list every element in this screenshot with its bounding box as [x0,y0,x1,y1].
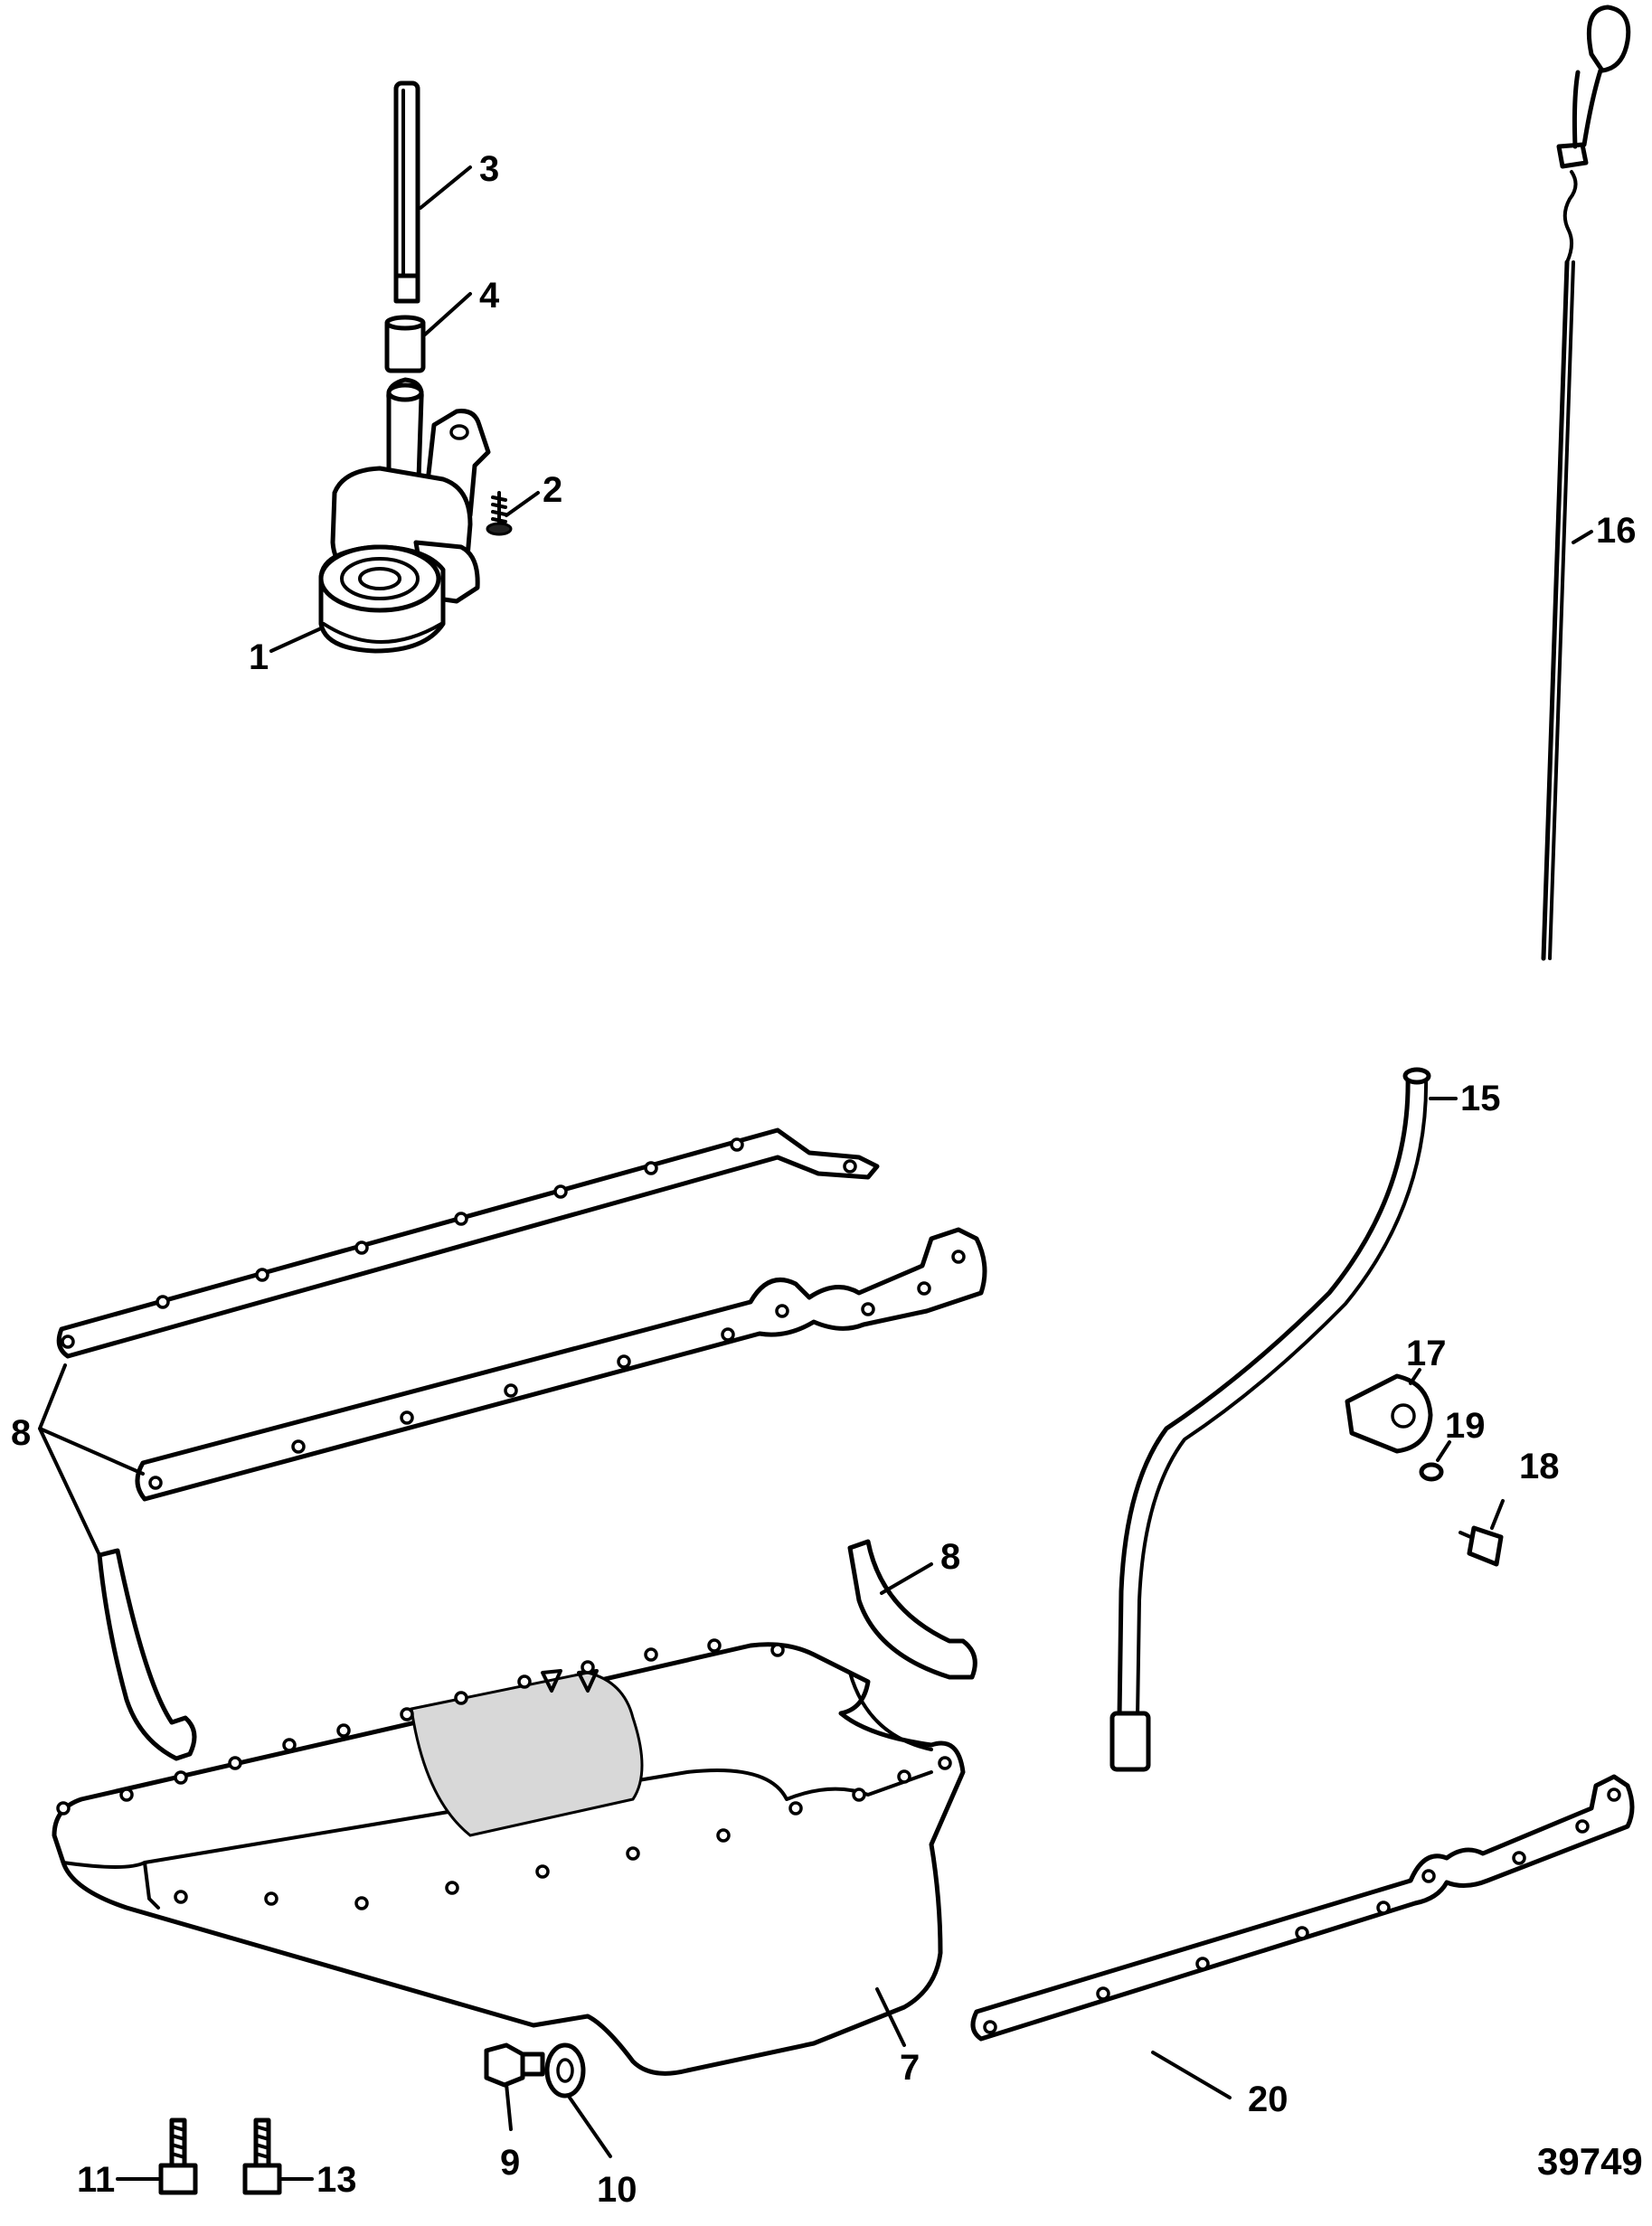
bolt-18 [1458,1525,1504,1567]
callout-15: 15 [1460,1079,1501,1118]
drain-washer-10 [544,2042,586,2099]
dipstick-16 [1541,5,1631,961]
callout-8-right: 8 [940,1537,960,1577]
callout-18: 18 [1519,1447,1560,1486]
gasket-8-middle [135,1227,987,1502]
oil-pump-1 [318,377,491,654]
bolt-2 [486,491,513,536]
callout-13: 13 [316,2160,357,2200]
oil-pan-7 [52,1638,966,2076]
clip-17 [1345,1373,1433,1454]
gasket-20 [970,1774,1635,2042]
callout-11: 11 [77,2160,115,2200]
sleeve-4 [384,315,426,373]
pickup-tube-3 [393,80,420,304]
callout-16: 16 [1596,511,1637,551]
callout-9: 9 [500,2143,520,2183]
leader-lines [38,165,1593,2181]
callout-19: 19 [1445,1406,1486,1446]
dipstick-tube-15 [1109,1067,1431,1772]
callout-8-left: 8 [11,1413,31,1453]
washer-19 [1419,1462,1444,1482]
callout-10: 10 [597,2170,637,2210]
callout-17: 17 [1406,1334,1447,1373]
rear-seal-8-left [97,1548,197,1761]
callout-20: 20 [1248,2080,1289,2119]
bolt-13 [242,2118,282,2195]
callout-4: 4 [479,276,500,316]
callout-1: 1 [249,637,269,677]
figure-number: 39749 [1537,2140,1643,2183]
gasket-8-upper [56,1127,880,1359]
callout-2: 2 [543,470,562,510]
bolt-11 [158,2118,198,2195]
callout-7: 7 [900,2048,920,2088]
callout-3: 3 [479,149,499,189]
drain-plug-9 [484,2042,545,2088]
